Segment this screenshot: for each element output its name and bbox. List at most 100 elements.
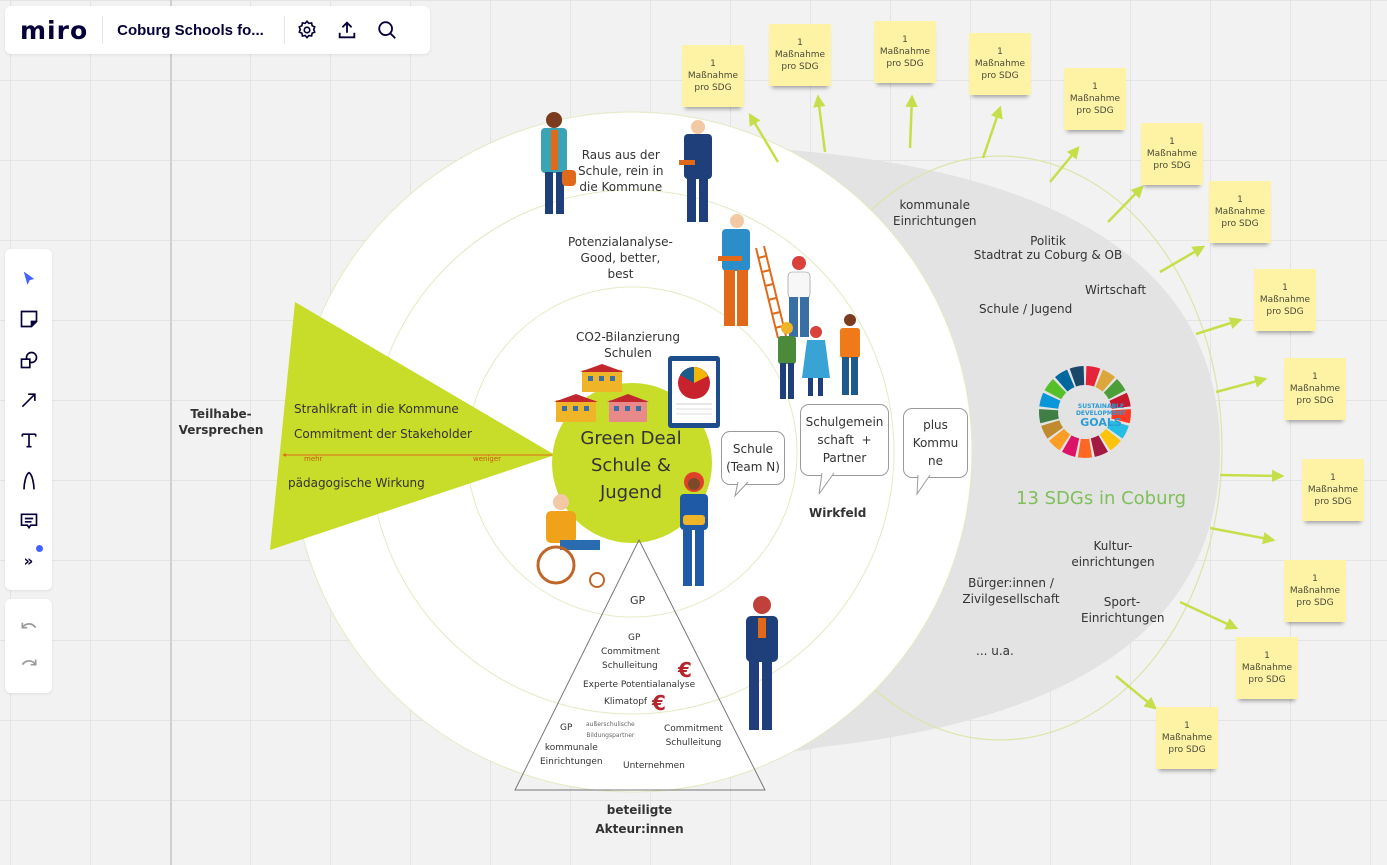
kommune-item: Sport- Einrichtungen — [1081, 595, 1165, 626]
sdg-wheel-logo — [1039, 366, 1131, 458]
ring-label-outer: Raus aus der Schule, rein in die Kommune — [578, 148, 664, 195]
woman-with-keys-illustration — [787, 256, 811, 337]
pen-icon — [22, 471, 35, 489]
sticky-note-text: Maßnahme pro SDG — [774, 50, 826, 72]
kommune-item: Kultur- einrichtungen — [1071, 539, 1155, 570]
sticky-note-text: Maßnahme pro SDG — [1146, 149, 1198, 171]
sticky-note-text: Maßnahme pro SDG — [1241, 663, 1293, 685]
woman-with-basket-illustration — [541, 112, 576, 214]
shapes-tool-button[interactable] — [9, 340, 49, 380]
undo-icon — [21, 622, 36, 629]
shapes-icon — [20, 351, 37, 369]
sticky-note-text: Maßnahme pro SDG — [1259, 295, 1311, 317]
sticky-note-tool-button[interactable] — [9, 299, 49, 339]
undo-button[interactable] — [19, 618, 39, 637]
kommune-item: kommunale Einrichtungen — [893, 198, 977, 229]
sticky-note-number: 1 — [1092, 82, 1098, 92]
bubble-text: Schule (Team N) — [726, 442, 780, 474]
comment-tool-button[interactable] — [9, 501, 49, 541]
euro-icon: € — [678, 658, 692, 682]
sticky-note-number: 1 — [997, 47, 1003, 57]
speech-bubble-schulgemeinschaft[interactable]: Schulgemein schaft + Partner — [800, 404, 889, 476]
center-title: Green Deal Schule & Jugend — [580, 428, 682, 503]
pyramid-bottom-unternehmen: Unternehmen — [623, 761, 685, 771]
pyramid-middle-klimatopf: Klimatopf — [604, 697, 648, 707]
teilhabe-item: pädagogische Wirkung — [288, 476, 425, 490]
share-upload-icon[interactable] — [327, 10, 367, 50]
sticky-note-number: 1 — [1184, 721, 1190, 731]
text-icon — [21, 433, 36, 448]
pyramid-middle-experte: Experte Potentialanalyse — [583, 680, 696, 690]
sdg-segment — [1039, 409, 1059, 424]
sdg-segment — [1103, 379, 1126, 400]
pyramid-bottom-kommunal: kommunale Einrichtungen — [540, 743, 603, 767]
school-building-icon — [554, 394, 598, 422]
kommune-item: Bürger:innen / Zivilgesellschaft — [962, 576, 1060, 607]
sdg-segment — [1049, 428, 1071, 451]
sdg-segment — [1095, 369, 1115, 392]
sdg-logo-text: SUSTAINABLE DEVELOPMENT GOALS — [1073, 403, 1129, 429]
text-tool-button[interactable] — [9, 420, 49, 460]
miro-logo[interactable]: miro — [20, 15, 89, 45]
kommune-item: Politik Stadtrat zu Coburg & OB — [973, 234, 1123, 262]
redo-button[interactable] — [19, 655, 39, 674]
undo-redo-panel — [5, 599, 52, 693]
sticky-note-number: 1 — [1312, 372, 1318, 382]
pyramid-middle-commitment: Commitment — [601, 647, 660, 657]
notification-dot — [35, 545, 43, 553]
sticky-note-number: 1 — [710, 59, 716, 69]
settings-icon[interactable] — [287, 10, 327, 50]
search-icon[interactable] — [367, 10, 407, 50]
sticky-note-number: 1 — [1312, 574, 1318, 584]
board-title[interactable]: Coburg Schools fo... — [117, 21, 264, 39]
sticky-note-text: Maßnahme pro SDG — [1289, 384, 1341, 406]
scale-less-label: weniger — [473, 455, 502, 463]
sdg-segment — [1090, 435, 1108, 457]
sdg-segment — [1099, 428, 1121, 451]
kommune-item: ... u.a. — [976, 644, 1014, 658]
sdg-logo-line: SUSTAINABLE — [1077, 403, 1125, 410]
teilhabe-triangle[interactable] — [270, 302, 555, 550]
select-tool-button[interactable] — [9, 259, 49, 299]
scale-more-label: mehr — [304, 455, 323, 463]
kommune-item: Schule / Jugend — [979, 302, 1073, 316]
pyramid-middle-schulleitung: Schulleitung — [602, 661, 658, 671]
stakeholder-pyramid[interactable] — [514, 538, 766, 791]
more-tools-button[interactable]: » — [9, 541, 49, 581]
wirkfeld-label: Wirkfeld — [809, 506, 867, 520]
comment-icon — [20, 513, 37, 530]
sdg-segment — [1041, 420, 1063, 439]
sdg-segment — [1069, 366, 1085, 387]
sdg-segment — [1109, 392, 1131, 409]
sdg-segment — [1085, 366, 1101, 387]
pyramid-top-label: GP — [630, 594, 646, 607]
pen-tool-button[interactable] — [9, 460, 49, 500]
sticky-note-number: 1 — [902, 35, 908, 45]
speech-bubble-schule[interactable]: Schule (Team N) — [721, 431, 785, 485]
ring-label-inner: CO2-Bilanzierung Schulen — [576, 330, 680, 361]
ring-label-middle: Potenzialanalyse- Good, better, best — [568, 235, 673, 282]
sdg-segment — [1055, 369, 1075, 392]
more-icon: » — [23, 552, 34, 571]
connection-line-tool-button[interactable] — [9, 380, 49, 420]
teilhabe-item: Commitment der Stakeholder — [294, 427, 472, 441]
teacher-with-book-illustration — [718, 214, 750, 326]
school-building-icon — [580, 364, 624, 392]
sdg-segment — [1062, 435, 1080, 457]
kommune-item: Wirtschaft — [1085, 283, 1147, 297]
woman-in-suit-illustration — [746, 596, 778, 730]
speech-bubble-kommune[interactable]: plus Kommu ne — [903, 408, 968, 478]
